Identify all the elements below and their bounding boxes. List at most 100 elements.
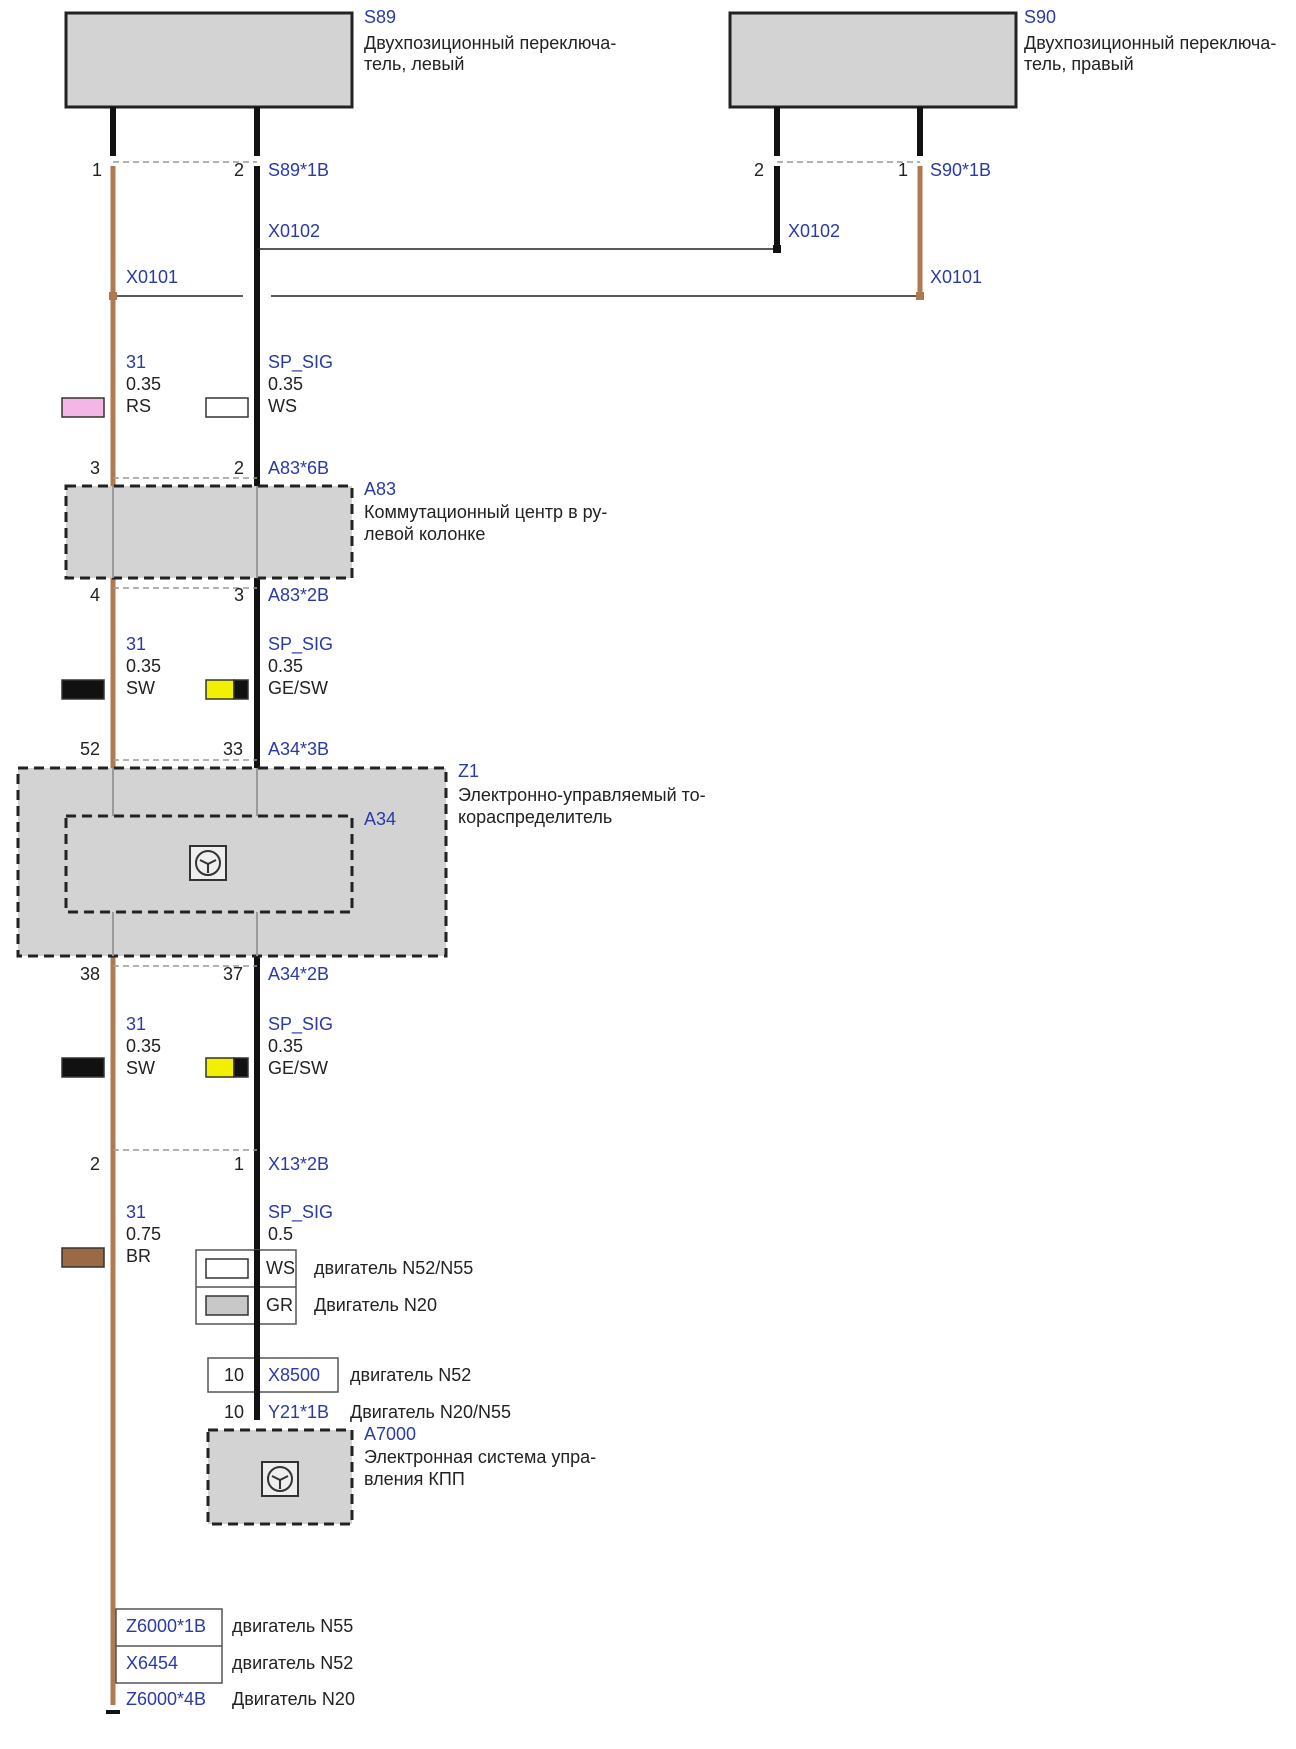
w1-color-right: WS: [268, 396, 297, 416]
x8500-label: X8500: [268, 1365, 320, 1385]
w1-size-left: 0.35: [126, 374, 161, 394]
w4-signal-right: SP_SIG: [268, 1202, 333, 1223]
variant-ws-code: WS: [266, 1258, 295, 1278]
w1-color-left: RS: [126, 396, 151, 416]
s90-id: S90: [1024, 7, 1056, 27]
x0101-right-node: [916, 292, 924, 300]
s89-box: [64, 11, 354, 109]
z1-id: Z1: [458, 761, 479, 781]
a83-pin-top-right: 2: [234, 458, 244, 478]
swatch-sw-1: [61, 679, 105, 700]
z6000-1b-text: двигатель N55: [232, 1616, 353, 1636]
z1-desc-1: Электронно-управляемый то-: [458, 785, 706, 805]
w2-signal-right: SP_SIG: [268, 634, 333, 655]
w2-size-left: 0.35: [126, 656, 161, 676]
swatch-gesw-1-yellow: [205, 679, 235, 700]
y21-label: Y21*1B: [268, 1402, 329, 1422]
swatch-rs: [61, 397, 105, 418]
s89-pin-left: 1: [92, 160, 102, 180]
z6000-4b-label: Z6000*4B: [126, 1689, 206, 1709]
x8500-text: двигатель N52: [350, 1365, 471, 1385]
a34-steering-wheel-icon: [189, 845, 227, 881]
x0101-left-node: [109, 292, 117, 300]
z6000-4b-text: Двигатель N20: [232, 1689, 355, 1709]
w3-color-right: GE/SW: [268, 1058, 328, 1078]
y21-text: Двигатель N20/N55: [350, 1402, 511, 1422]
w3-signal-right: SP_SIG: [268, 1014, 333, 1035]
x0101-right-label: X0101: [930, 267, 982, 287]
w4-size-left: 0.75: [126, 1224, 161, 1244]
x0102-left-label: X0102: [268, 221, 320, 241]
s90-connector-label: S90*1B: [930, 160, 991, 180]
variant-ws-text: двигатель N52/N55: [314, 1258, 473, 1278]
a83-box: [64, 484, 354, 580]
y21-pin: 10: [224, 1402, 244, 1422]
swatch-br: [61, 1247, 105, 1268]
z1-pin-bot-left: 38: [80, 964, 100, 984]
a7000-desc-1: Электронная система упра-: [364, 1447, 596, 1467]
s90-box: [728, 11, 1018, 109]
a7000-desc-2: вления КПП: [364, 1469, 465, 1489]
z1-desc-2: кораспределитель: [458, 807, 612, 827]
w3-color-left: SW: [126, 1058, 155, 1078]
x8500-box: [207, 1357, 339, 1393]
w1-signal-left: 31: [126, 352, 146, 372]
w4-size-right: 0.5: [268, 1224, 293, 1244]
z1-bot-connector: A34*2B: [268, 964, 329, 984]
w4-color-left: BR: [126, 1246, 151, 1266]
z1-top-connector: A34*3B: [268, 739, 329, 759]
x13-pin-right: 1: [234, 1154, 244, 1174]
w2-color-left: SW: [126, 678, 155, 698]
x6454-label: X6454: [126, 1653, 178, 1673]
s90-desc-2: тель, правый: [1024, 54, 1134, 74]
w1-size-right: 0.35: [268, 374, 303, 394]
w1-signal-right: SP_SIG: [268, 352, 333, 373]
a83-desc-1: Коммутационный центр в ру-: [364, 502, 607, 522]
s89-id: S89: [364, 7, 396, 27]
z6000-1b-label: Z6000*1B: [126, 1616, 206, 1636]
swatch-gesw-2-yellow: [205, 1057, 235, 1078]
z1-pin-top-right: 33: [223, 739, 243, 759]
swatch-ws-variant: [205, 1258, 249, 1279]
x0101-left-label: X0101: [126, 267, 178, 287]
x13-pin-left: 2: [90, 1154, 100, 1174]
z1-pin-top-left: 52: [80, 739, 100, 759]
a83-desc-2: левой колонке: [364, 524, 485, 544]
a7000-steering-wheel-icon: [261, 1461, 299, 1497]
w3-size-right: 0.35: [268, 1036, 303, 1056]
s90-pin-left: 2: [754, 160, 764, 180]
w2-signal-left: 31: [126, 634, 146, 654]
swatch-gr-variant: [205, 1295, 249, 1316]
w3-size-left: 0.35: [126, 1036, 161, 1056]
s90-desc-1: Двухпозиционный переключа-: [1024, 33, 1276, 53]
swatch-gesw-1-black: [233, 679, 249, 700]
x0102-right-node: [773, 245, 781, 253]
z1-pin-bot-right: 37: [223, 964, 243, 984]
a83-pin-top-left: 3: [90, 458, 100, 478]
swatch-sw-2: [61, 1057, 105, 1078]
x8500-pin: 10: [224, 1365, 244, 1385]
a83-bot-connector: A83*2B: [268, 585, 329, 605]
s89-connector-label: S89*1B: [268, 160, 329, 180]
a83-pin-bot-right: 3: [234, 585, 244, 605]
variant-gr-text: Двигатель N20: [314, 1295, 437, 1315]
a7000-id: A7000: [364, 1424, 416, 1444]
s89-desc-2: тель, левый: [364, 54, 464, 74]
s90-pin-right: 1: [898, 160, 908, 180]
a83-id: A83: [364, 479, 396, 499]
x0102-right-label: X0102: [788, 221, 840, 241]
a34-id: A34: [364, 809, 396, 829]
x6454-text: двигатель N52: [232, 1653, 353, 1673]
variant-gr-code: GR: [266, 1295, 293, 1315]
s89-desc-1: Двухпозиционный переключа-: [364, 33, 616, 53]
w2-size-right: 0.35: [268, 656, 303, 676]
s89-pin-right: 2: [234, 160, 244, 180]
w3-signal-left: 31: [126, 1014, 146, 1034]
a83-pin-bot-left: 4: [90, 585, 100, 605]
x13-connector-label: X13*2B: [268, 1154, 329, 1174]
a83-top-connector: A83*6B: [268, 458, 329, 478]
w2-color-right: GE/SW: [268, 678, 328, 698]
swatch-gesw-2-black: [233, 1057, 249, 1078]
